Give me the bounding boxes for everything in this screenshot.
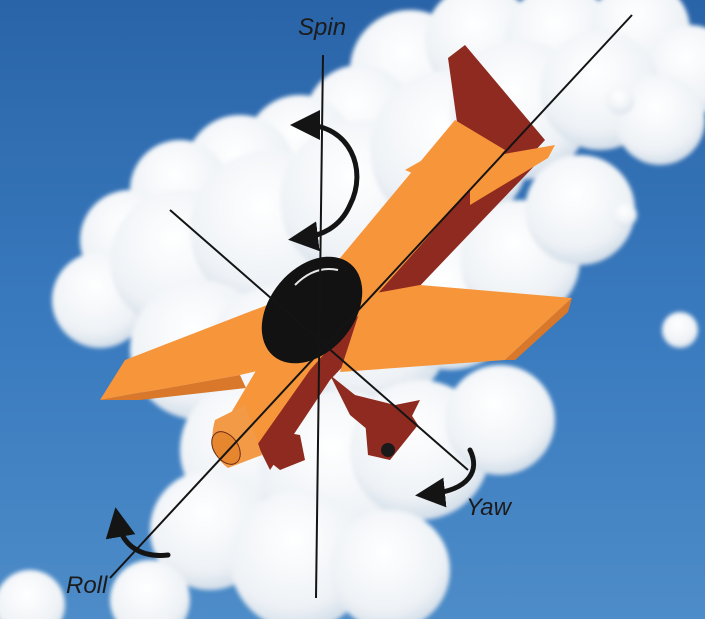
yaw-label: Yaw bbox=[466, 494, 511, 521]
canopy-highlight bbox=[294, 268, 339, 286]
left-wing-shadow bbox=[100, 375, 246, 400]
spin-axis bbox=[315, 54, 324, 599]
horizontal-stabilizer bbox=[405, 150, 470, 188]
wheel bbox=[381, 443, 395, 457]
rotation-axes bbox=[109, 14, 633, 599]
roll-arrow bbox=[105, 507, 171, 558]
aerobatic-airplane bbox=[100, 45, 572, 470]
yaw-arrow bbox=[415, 447, 477, 508]
canopy bbox=[261, 256, 363, 364]
yaw-axis bbox=[169, 209, 469, 471]
right-wing bbox=[340, 285, 572, 372]
spin-arrow bbox=[288, 110, 360, 252]
spin-label: Spin bbox=[298, 14, 347, 41]
rotation-arrows bbox=[105, 110, 477, 558]
roll-axis bbox=[109, 14, 633, 579]
wheel-pant-left bbox=[265, 430, 305, 470]
fuselage-underside bbox=[255, 150, 540, 470]
roll-label: Roll bbox=[66, 572, 108, 599]
right-wing-edge bbox=[505, 298, 572, 360]
right-stabilizer bbox=[470, 145, 555, 205]
left-wing bbox=[100, 300, 305, 400]
wheel-pant-right bbox=[365, 405, 418, 460]
